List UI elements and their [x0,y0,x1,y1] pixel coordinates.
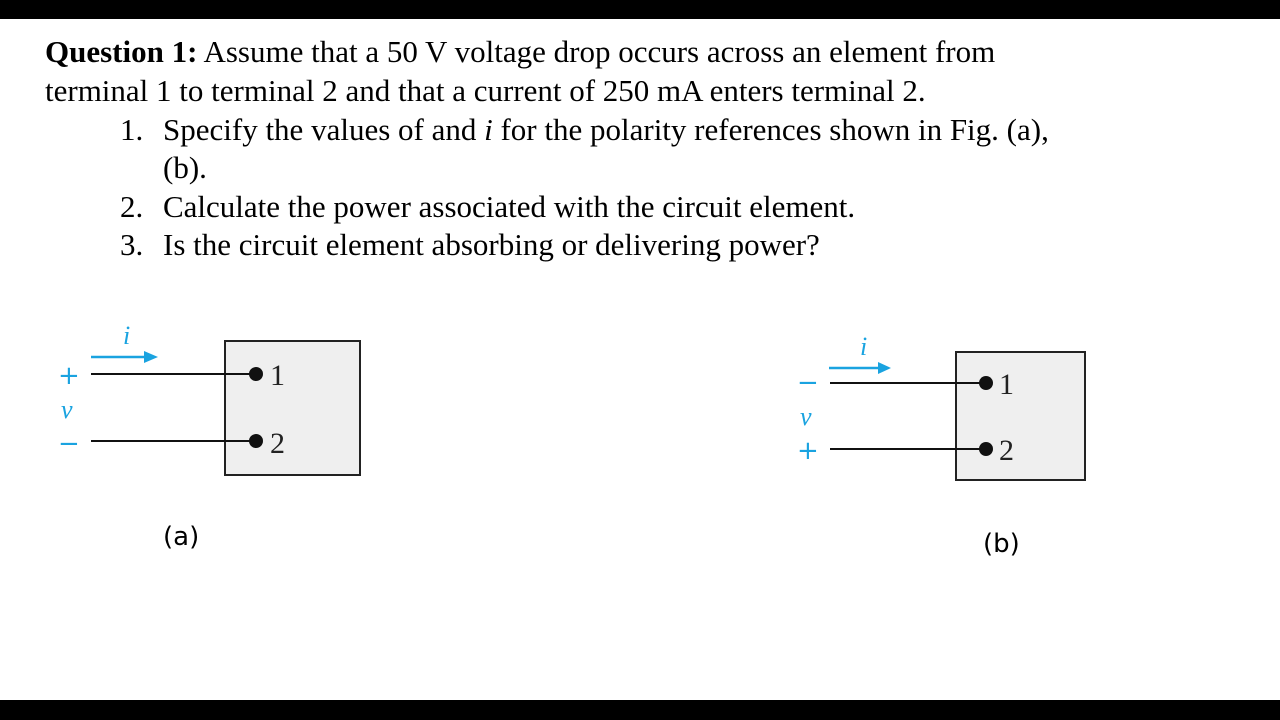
terminal-1-label-a: 1 [270,359,285,392]
question-line-2: terminal 1 to terminal 2 and that a curr… [45,73,926,108]
task-number: 1. [120,112,144,147]
terminal-2-label-b: 2 [999,434,1014,467]
task-text: Calculate the power associated with the … [163,189,856,224]
task-text-rest: for the polarity references shown in Fig… [492,112,1049,147]
current-arrow-b-head-icon [878,362,891,374]
terminal-2-label-a: 2 [270,427,285,460]
caption-a: (a) [163,522,200,552]
question-line-1: Question 1: Assume that a 50 V voltage d… [45,33,995,71]
current-label-a: i [123,321,130,350]
task-2: 2. Calculate the power associated with th… [120,188,855,226]
terminal-2-a [249,434,263,448]
voltage-label-a: v [61,395,73,424]
terminal-1-b [979,376,993,390]
circuit-element-b [955,351,1086,481]
bottom-letterbox-bar [0,700,1280,720]
terminal-1-label-b: 1 [999,368,1014,401]
task-text: Is the circuit element absorbing or deli… [163,227,820,262]
polarity-bottom-a: − [58,429,80,459]
terminal-1-a [249,367,263,381]
question-text-1: Assume that a 50 V voltage drop occurs a… [197,34,996,69]
current-label-b: i [860,332,867,361]
voltage-label-b: v [800,402,812,431]
task-number: 3. [120,227,144,262]
polarity-bottom-b: + [797,436,819,466]
current-variable: i [484,112,493,147]
task-3: 3. Is the circuit element absorbing or de… [120,226,820,264]
polarity-top-b: − [797,368,819,398]
circuit-element-a [224,340,361,476]
task-number: 2. [120,189,144,224]
current-arrow-a-head-icon [144,351,158,363]
polarity-top-a: + [58,361,80,391]
caption-b: (b) [983,529,1020,559]
terminal-2-b [979,442,993,456]
task-1-continuation: (b). [163,150,207,185]
task-text: Specify the values of and [163,112,485,147]
question-label: Question 1: [45,34,198,69]
task-1: 1. Specify the values of and i for the po… [120,111,1049,149]
top-letterbox-bar [0,0,1280,19]
